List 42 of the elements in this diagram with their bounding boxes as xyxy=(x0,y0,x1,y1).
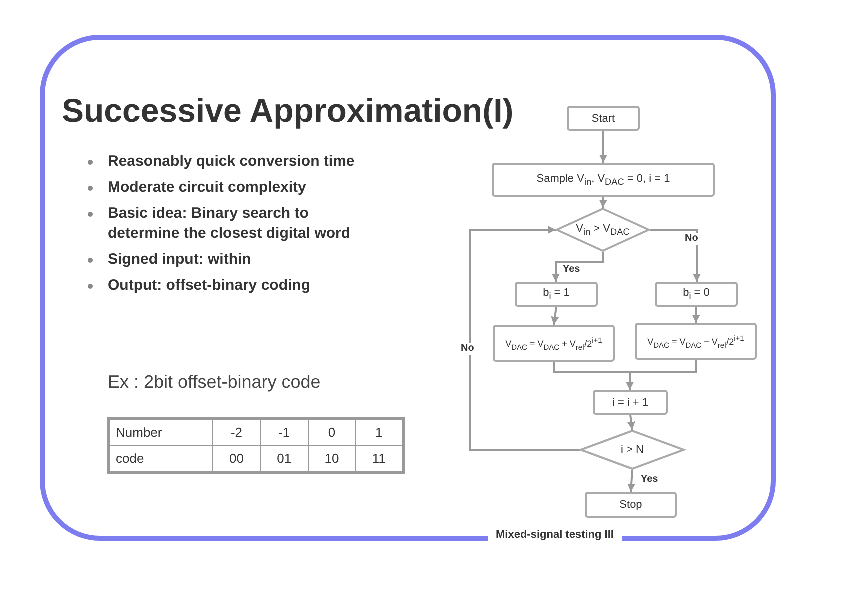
node-text: V$_{in}$ > V$_{DAC}$ xyxy=(576,222,630,238)
process-box xyxy=(493,325,615,362)
bullet-item: Moderate circuit complexity xyxy=(84,178,384,198)
process-box xyxy=(515,282,598,307)
node-text: i = i + 1 xyxy=(612,396,649,408)
arrow xyxy=(551,306,560,326)
process-box xyxy=(635,323,757,360)
arrow xyxy=(650,229,701,282)
table-cell: Number xyxy=(108,418,213,446)
node-text: Stop xyxy=(620,499,642,511)
arrow xyxy=(552,252,604,282)
arrow xyxy=(626,360,697,390)
edge-label: No xyxy=(684,233,700,245)
table-cell: 0 xyxy=(308,418,356,446)
process-box xyxy=(593,390,668,415)
node-text: V$_{DAC}$ = V$_{DAC}$ + V$_{ref}$/2$^{i+1}$ xyxy=(506,336,602,352)
table-cell: -2 xyxy=(212,418,261,446)
node-text: Sample V$_{in}$, V$_{DAC}$ = 0, i = 1 xyxy=(536,172,670,188)
node-text: b$_{i}$ = 0 xyxy=(683,287,710,302)
bullet-item: Signed input: within xyxy=(84,250,384,270)
arrow xyxy=(600,131,608,163)
arrow xyxy=(469,226,580,451)
arrow xyxy=(627,414,636,430)
process-box xyxy=(655,282,738,307)
process-box xyxy=(567,106,640,131)
table-cell: -1 xyxy=(260,418,308,446)
bullet-item: Output: offset-binary coding xyxy=(84,276,384,296)
bullet-item: Reasonably quick conversion time xyxy=(84,152,384,172)
example-caption: Ex : 2bit offset-binary code xyxy=(108,372,321,393)
node-text: b$_{i}$ = 1 xyxy=(543,287,570,302)
node-text: V$_{DAC}$ = V$_{DAC}$ − V$_{ref}$/2$^{i+1}$ xyxy=(648,334,744,350)
node-text: Start xyxy=(592,112,616,124)
slide-title: Successive Approximation(I) xyxy=(62,92,514,130)
node-text: i > N xyxy=(621,444,644,456)
bullet-item: Basic idea: Binary search to determine the closest digital word xyxy=(84,204,384,244)
process-box xyxy=(585,492,677,518)
edge-label: No xyxy=(460,343,476,355)
arrow xyxy=(692,306,700,324)
arrow xyxy=(599,196,608,208)
arrow xyxy=(628,470,636,492)
process-box xyxy=(492,163,715,197)
footer-text: Mixed-signal testing III xyxy=(488,529,622,541)
